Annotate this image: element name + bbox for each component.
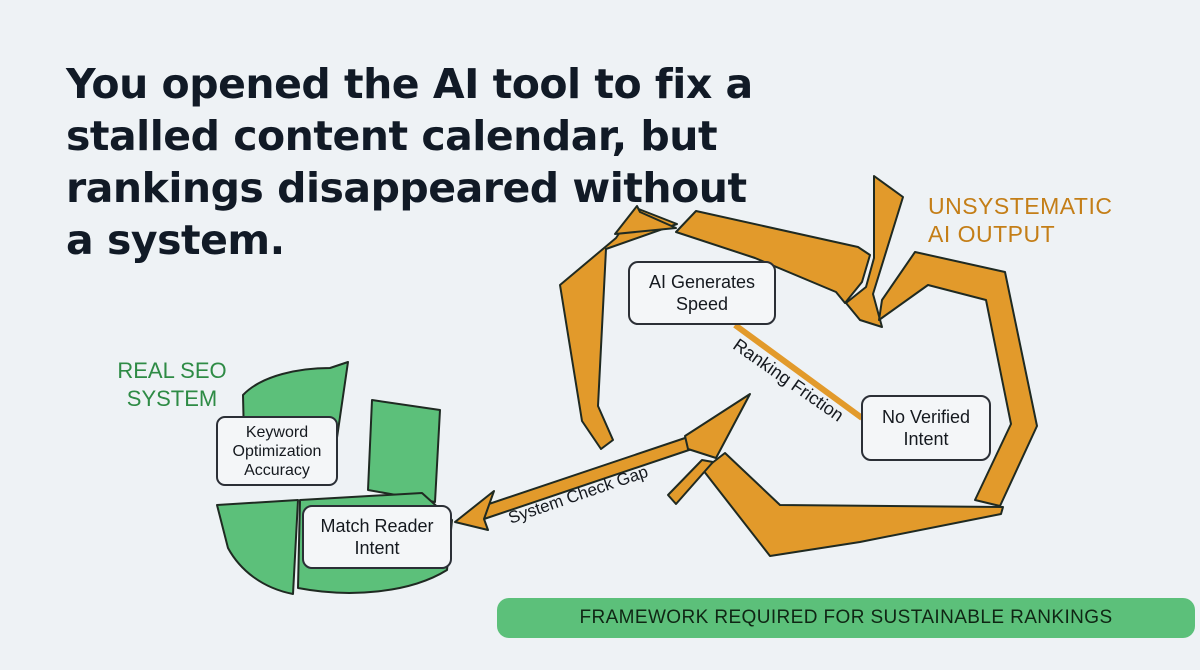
- real-seo-system-label: REAL SEO SYSTEM: [117, 358, 227, 411]
- orange-loop-left-arc: [559, 207, 678, 450]
- orange-loop-right: [878, 251, 1038, 507]
- arrowhead-left: [454, 490, 495, 531]
- framework-banner-text: FRAMEWORK REQUIRED FOR SUSTAINABLE RANKI…: [579, 607, 1113, 628]
- ai-output-loop: [559, 175, 1038, 557]
- green-block-left: [216, 499, 299, 595]
- ai-generates-speed-box: AI Generates Speed: [628, 261, 776, 325]
- headline: You opened the AI tool to fix a stalled …: [66, 60, 753, 264]
- orange-loop-fragment: [667, 459, 714, 505]
- green-block-right-top: [367, 399, 441, 503]
- orange-loop-bottom: [702, 452, 1004, 557]
- keyword-optimization-box: Keyword Optimization Accuracy: [216, 416, 338, 486]
- no-verified-intent-box: No Verified Intent: [861, 395, 991, 461]
- orange-loop-crack: [845, 175, 904, 328]
- orange-loop-top-left: [614, 205, 677, 235]
- unsystematic-ai-output-label: UNSYSTEMATIC AI OUTPUT: [928, 193, 1113, 247]
- framework-banner: FRAMEWORK REQUIRED FOR SUSTAINABLE RANKI…: [497, 598, 1195, 638]
- arrowhead-right: [684, 393, 751, 459]
- ranking-friction-label: Ranking Friction: [729, 335, 847, 426]
- system-check-gap-arrow: [454, 393, 751, 531]
- ranking-friction-link: [733, 322, 864, 421]
- match-reader-intent-box: Match Reader Intent: [302, 505, 452, 569]
